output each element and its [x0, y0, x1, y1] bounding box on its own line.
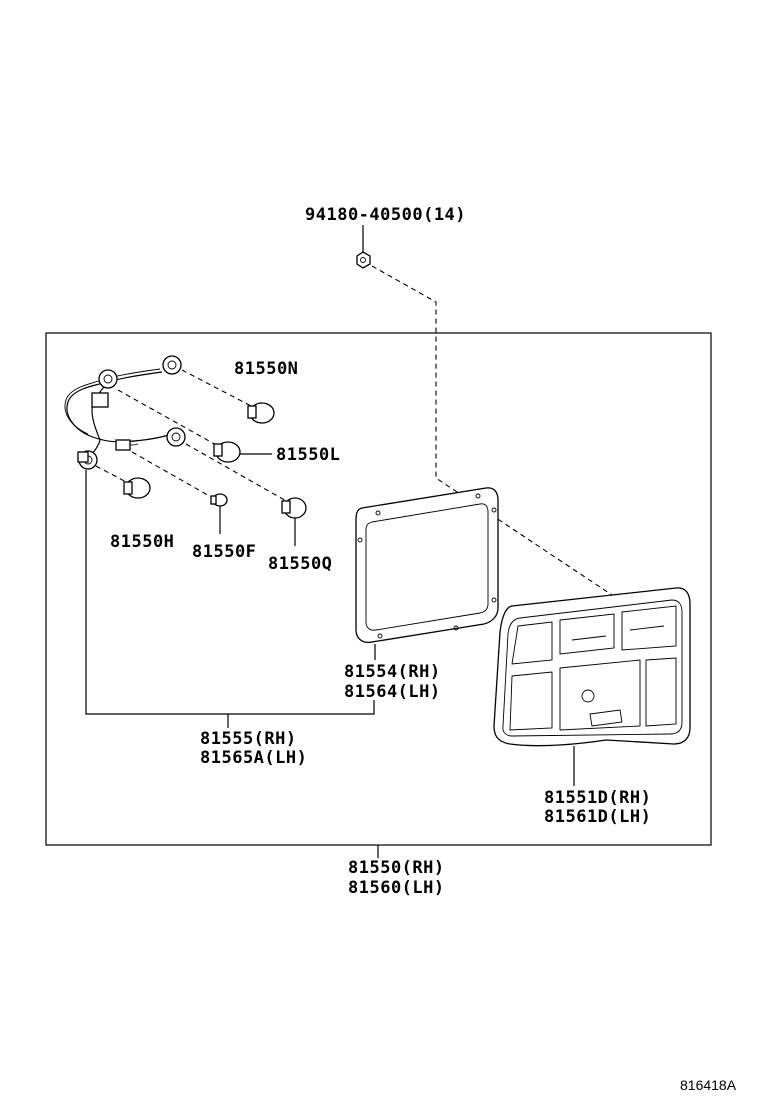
lens-lh-label: 81561D(LH) — [544, 807, 652, 827]
bulb-81550h-icon — [123, 477, 151, 499]
socket-lh-label: 81565A(LH) — [200, 748, 308, 768]
gasket-part — [355, 487, 499, 660]
lens-rh-label: 81551D(RH) — [544, 788, 652, 808]
bulb-81550f-icon — [210, 493, 228, 534]
bulb-81550f-label: 81550F — [192, 542, 257, 562]
socket-wire-assembly — [64, 355, 186, 470]
socket-bracket — [85, 470, 375, 715]
bulb-81550q-label: 81550Q — [268, 554, 333, 574]
gasket-rh-label: 81554(RH) — [344, 662, 441, 682]
bulb-81550q-icon — [281, 497, 307, 546]
assembly-rh-label: 81550(RH) — [348, 858, 445, 878]
bulb-81550l-icon — [213, 441, 272, 463]
bulb-81550h-label: 81550H — [110, 532, 175, 552]
assembly-lh-label: 81560(LH) — [348, 878, 445, 898]
socket-rh-label: 81555(RH) — [200, 729, 297, 749]
bolt-part — [356, 225, 613, 596]
lens-part — [493, 587, 691, 786]
gasket-lh-label: 81564(LH) — [344, 682, 441, 702]
figure-id: 816418A — [680, 1077, 737, 1093]
bulb-81550n-icon — [247, 402, 275, 424]
bulb-81550l-label: 81550L — [276, 445, 341, 465]
bulb-81550n-label: 81550N — [234, 359, 299, 379]
bolt-label: 94180-40500(14) — [305, 205, 467, 225]
